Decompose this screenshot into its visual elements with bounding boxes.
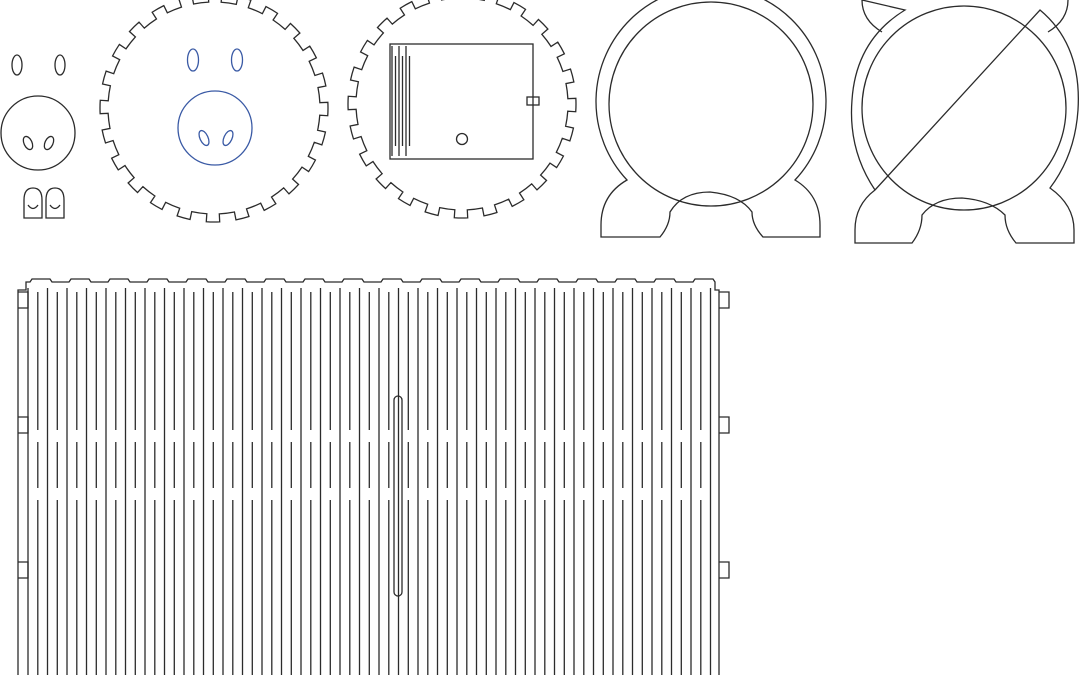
small-eye-right <box>54 54 66 76</box>
face-engraving <box>177 48 253 166</box>
face-nostril-right <box>222 129 234 147</box>
door-panel <box>389 43 534 160</box>
frame-front <box>595 0 827 238</box>
hinge-side-tab-right <box>719 416 730 434</box>
small-nostril-left <box>22 135 34 151</box>
small-nostril-right <box>43 135 55 151</box>
face-eye-left <box>186 48 200 72</box>
hinge-center-slot <box>393 395 403 597</box>
small-foot-left <box>23 187 43 219</box>
hinge-side-tab-left <box>18 416 29 434</box>
face-nostril-left <box>198 129 210 147</box>
door-disc <box>347 0 577 219</box>
frame-front-outline <box>595 0 827 238</box>
face-disc-outline <box>99 0 329 223</box>
door-disc-outline <box>347 0 577 219</box>
face-disc <box>99 0 329 223</box>
door-detail <box>389 43 540 160</box>
frame-back-outline <box>850 0 1079 244</box>
face-snout-circle <box>177 90 253 166</box>
frame-back-inner-ring <box>861 5 1067 211</box>
hinge-side-tab-right <box>719 291 730 309</box>
face-eye-right <box>230 48 244 72</box>
hinge-side-tab-left <box>18 561 29 579</box>
small-foot-right <box>45 187 65 219</box>
frames-group <box>595 0 1079 244</box>
frame-back <box>850 0 1079 244</box>
hinge-side-tab-left <box>18 291 29 309</box>
small-nose-circle <box>0 95 76 171</box>
small-eye-left <box>11 54 23 76</box>
door-hinge-lines <box>391 46 411 156</box>
door-latch <box>526 96 540 106</box>
small-parts-group <box>0 54 76 219</box>
hinge-panel-outline <box>17 278 720 675</box>
door-knob-hole <box>455 132 469 146</box>
hinge-side-tab-right <box>719 561 730 579</box>
living-hinge-panel <box>17 278 730 675</box>
frame-front-inner-ring <box>608 1 814 207</box>
